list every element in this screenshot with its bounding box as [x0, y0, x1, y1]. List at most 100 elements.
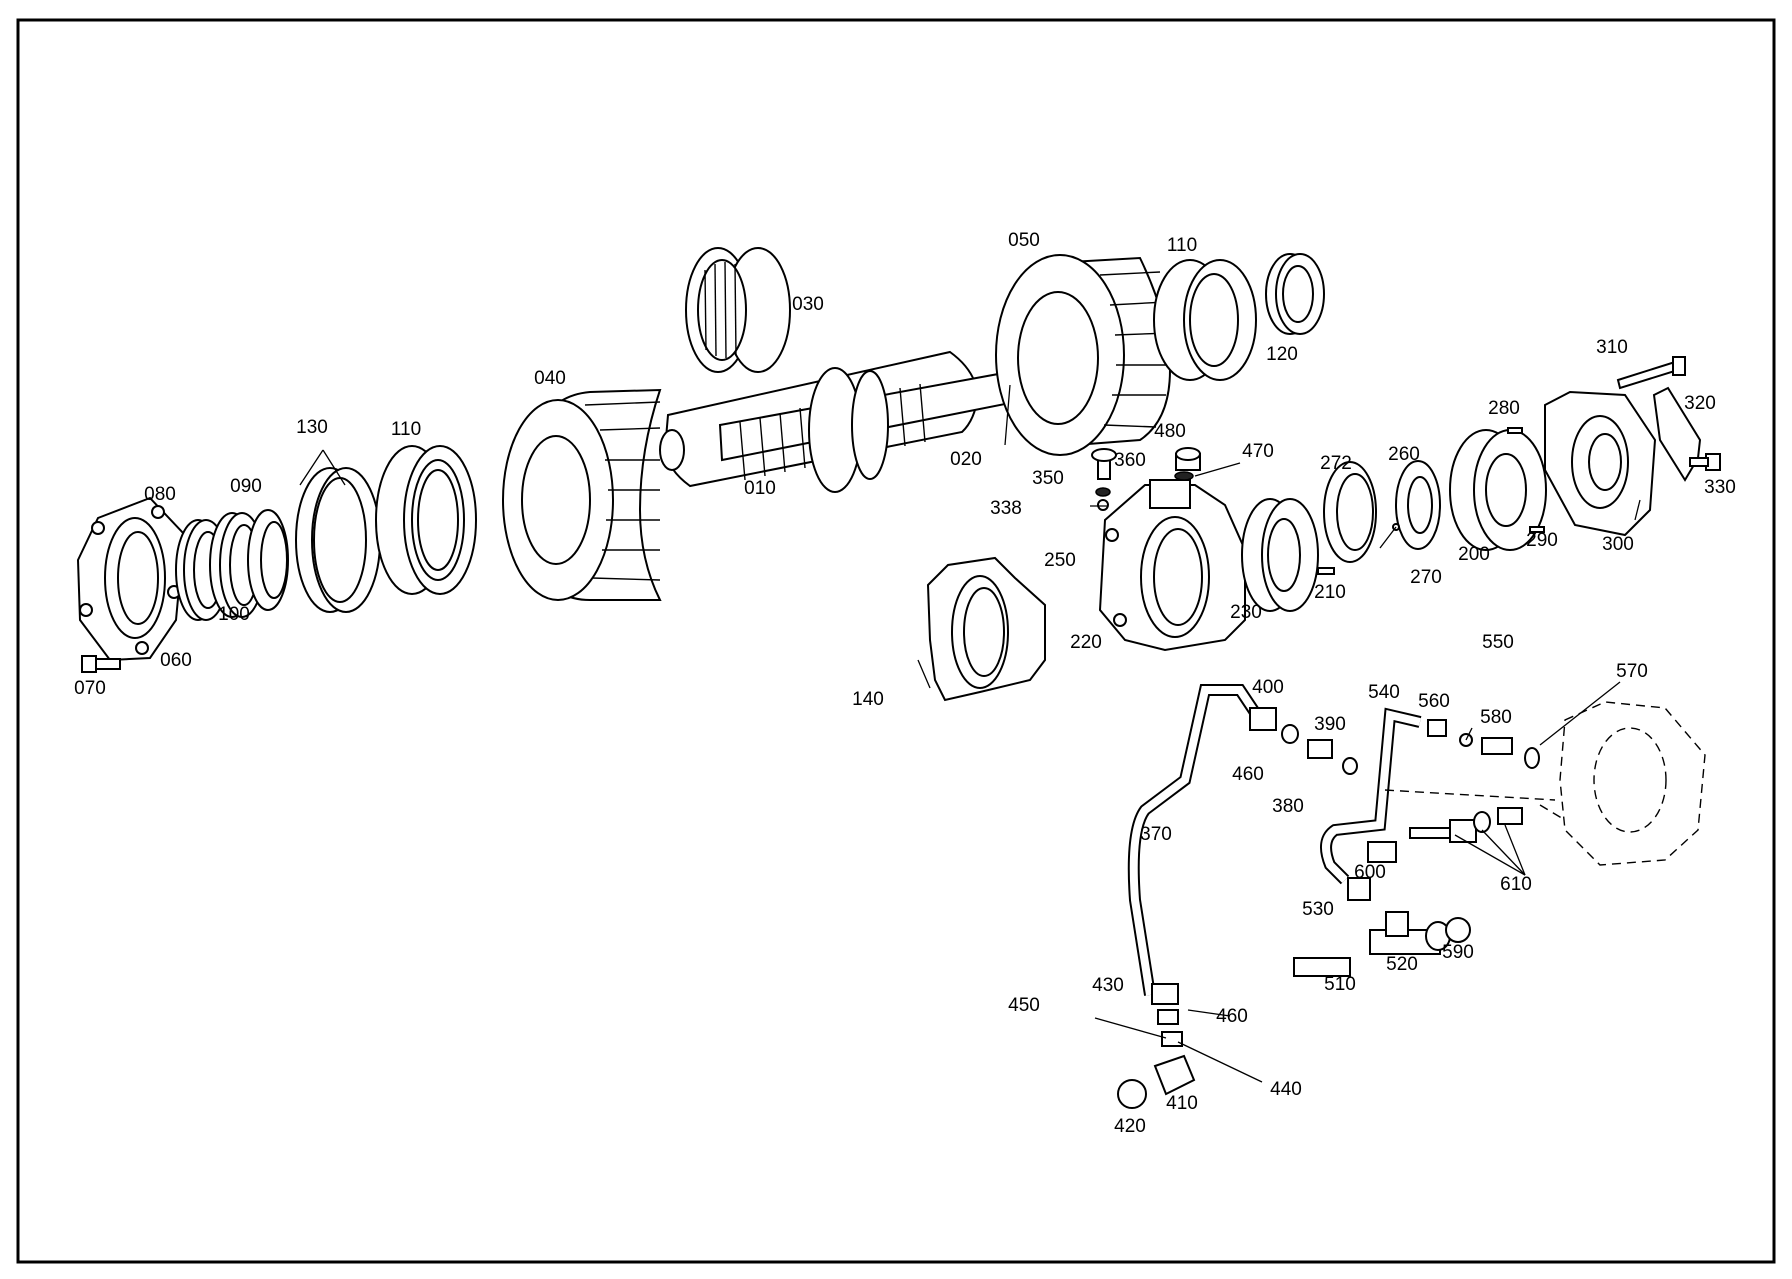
callout-272: 272: [1320, 453, 1352, 474]
part-338-ball: [1097, 499, 1109, 511]
callout-600: 600: [1354, 862, 1386, 883]
callout-110a: 110: [391, 419, 421, 440]
part-260-gear: [1395, 460, 1441, 550]
part-420-nut: [1117, 1079, 1147, 1109]
callout-460a: 460: [1232, 764, 1264, 785]
part-380-seal: [1342, 757, 1358, 775]
callout-570: 570: [1616, 661, 1648, 682]
callout-320: 320: [1684, 393, 1716, 414]
part-460-ring-lower: [1157, 1009, 1179, 1025]
part-300-cover-plate: [1544, 390, 1657, 537]
callout-130: 130: [296, 417, 328, 438]
callout-210: 210: [1314, 582, 1346, 603]
part-130-seal-ring: [295, 467, 381, 613]
part-280-pin: [1507, 427, 1523, 434]
callout-260: 260: [1388, 444, 1420, 465]
part-540-pipe: [1320, 707, 1422, 885]
part-460-ring: [1281, 724, 1299, 744]
part-070-bolt: [81, 655, 121, 673]
callout-390: 390: [1314, 714, 1346, 735]
part-560-nut: [1427, 719, 1447, 737]
part-530-fitting: [1347, 877, 1371, 901]
callout-060: 060: [160, 650, 192, 671]
callout-040: 040: [534, 368, 566, 389]
callout-350: 350: [1032, 468, 1064, 489]
callout-330: 330: [1704, 477, 1736, 498]
callout-370: 370: [1140, 824, 1172, 845]
part-140-cover: [926, 556, 1046, 702]
part-390-fitting: [1307, 739, 1333, 759]
part-050-gear: [995, 254, 1172, 456]
leader-lines: [299, 384, 1641, 1083]
part-410-elbow: [1153, 1054, 1196, 1096]
part-590-plug: [1445, 917, 1471, 943]
part-400-nut: [1249, 707, 1277, 731]
part-010-shaft: [659, 350, 1027, 493]
callout-580: 580: [1480, 707, 1512, 728]
callout-030: 030: [792, 294, 824, 315]
callout-560: 560: [1418, 691, 1450, 712]
part-100-ring: [247, 509, 289, 611]
part-330-bolt: [1689, 453, 1721, 471]
callout-440: 440: [1270, 1079, 1302, 1100]
parts-layer: [76, 247, 1721, 1109]
part-580-fitting: [1481, 737, 1513, 755]
part-430-sleeve: [1151, 983, 1179, 1005]
callout-220: 220: [1070, 632, 1102, 653]
callout-360: 360: [1114, 450, 1146, 471]
callout-230: 230: [1230, 602, 1262, 623]
callout-070: 070: [74, 678, 106, 699]
callout-020: 020: [950, 449, 982, 470]
callout-550: 550: [1482, 632, 1514, 653]
callout-300: 300: [1602, 534, 1634, 555]
part-220-housing: [1098, 479, 1246, 652]
callout-140: 140: [852, 689, 884, 710]
callout-420: 420: [1114, 1116, 1146, 1137]
part-370-pipe: [1127, 684, 1265, 996]
part-520-tee: [1369, 911, 1451, 955]
part-600-plug: [1367, 841, 1397, 863]
callout-400: 400: [1252, 677, 1284, 698]
callout-470: 470: [1242, 441, 1274, 462]
part-110-bearing-left: [375, 445, 477, 595]
callout-250: 250: [1044, 550, 1076, 571]
callout-290: 290: [1526, 530, 1558, 551]
callout-480: 480: [1154, 421, 1186, 442]
callout-080: 080: [144, 484, 176, 505]
part-360-plug: [1091, 448, 1117, 480]
callout-280: 280: [1488, 398, 1520, 419]
phantom-housing-outline: [1384, 701, 1706, 866]
callout-430: 430: [1092, 975, 1124, 996]
callout-590: 590: [1442, 942, 1474, 963]
part-060-flange-cover: [76, 496, 186, 662]
part-040-gear: [502, 388, 662, 601]
callout-310: 310: [1596, 337, 1628, 358]
part-470-seal: [1174, 471, 1194, 481]
part-272-ring: [1323, 461, 1377, 563]
callout-530: 530: [1302, 899, 1334, 920]
callout-120: 120: [1266, 344, 1298, 365]
callout-510: 510: [1324, 974, 1356, 995]
callout-050: 050: [1008, 230, 1040, 251]
callout-410: 410: [1166, 1093, 1198, 1114]
part-110-bearing-right: [1153, 259, 1257, 381]
callout-460b: 460: [1216, 1006, 1248, 1027]
callout-610: 610: [1500, 874, 1532, 895]
callout-100: 100: [218, 604, 250, 625]
callout-380: 380: [1272, 796, 1304, 817]
part-350-seal: [1095, 487, 1111, 497]
part-310-bolt: [1616, 356, 1686, 390]
part-570-seal: [1524, 747, 1540, 769]
part-510-connector: [1293, 957, 1351, 977]
drawing-frame: [16, 18, 1776, 1264]
part-290-pin: [1529, 526, 1545, 533]
callout-338: 338: [990, 498, 1022, 519]
callout-450: 450: [1008, 995, 1040, 1016]
callout-540: 540: [1368, 682, 1400, 703]
part-450-ring: [1161, 1031, 1183, 1047]
part-120-nut: [1265, 253, 1325, 335]
part-480-plug: [1175, 447, 1201, 471]
callout-110b: 110: [1167, 235, 1197, 256]
